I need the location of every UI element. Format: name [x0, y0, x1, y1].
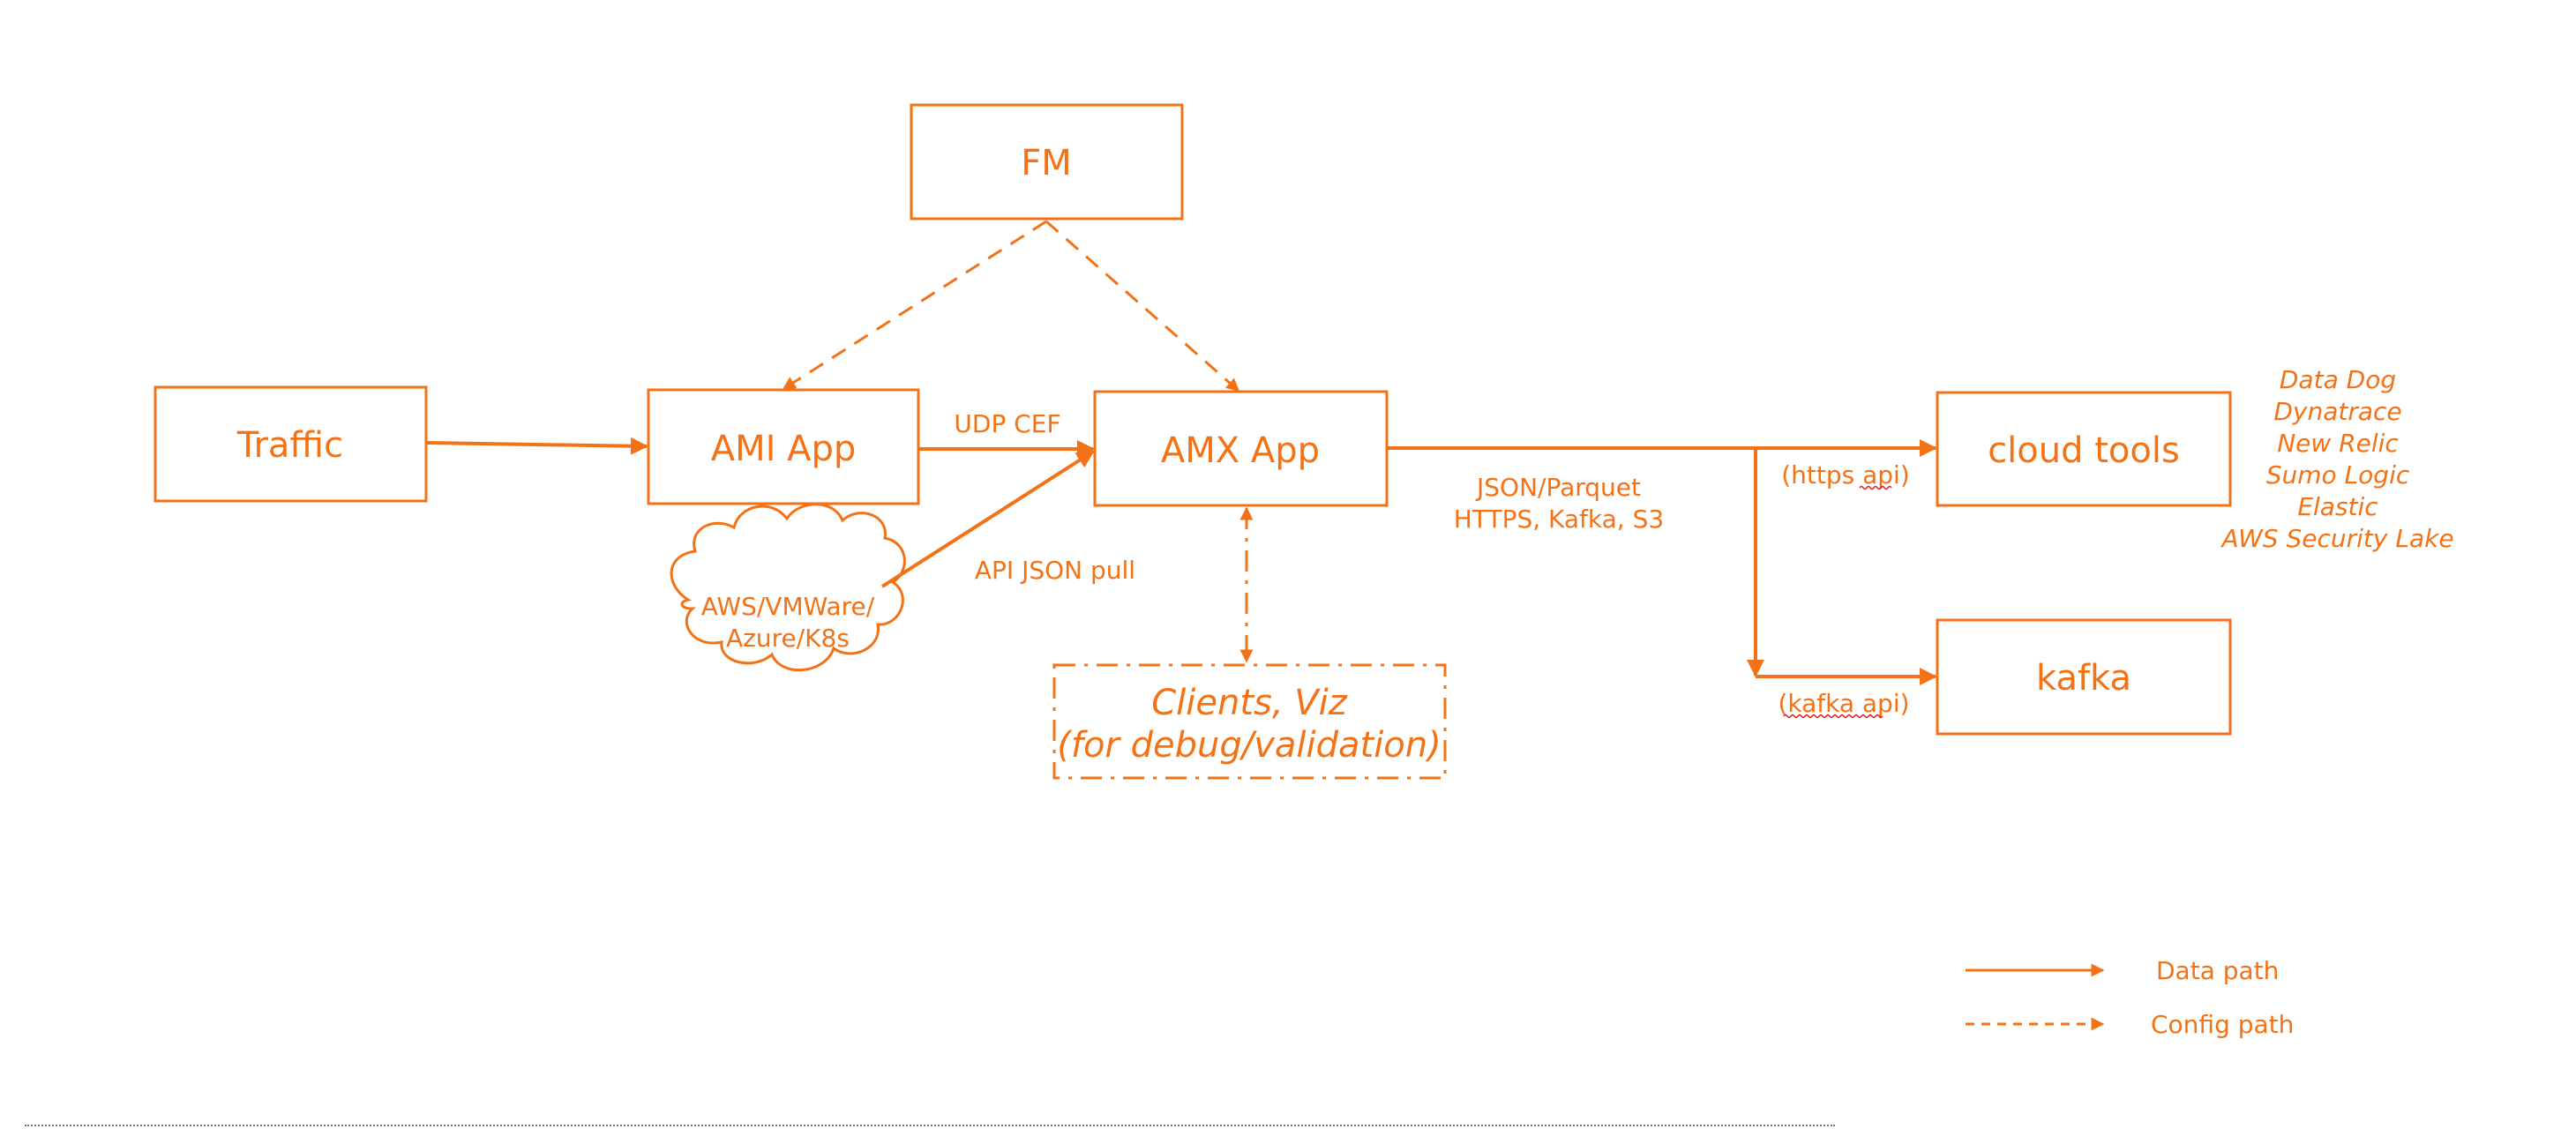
- clients-viz-line-2: (for debug/validation): [1057, 725, 1441, 766]
- legend: Data path Config path: [1966, 956, 2294, 1039]
- cloud-sources-line-1: AWS/VMWare/: [701, 592, 875, 621]
- cloud-tool-item: Sumo Logic: [2266, 460, 2410, 490]
- udp-cef-label: UDP CEF: [954, 409, 1060, 438]
- kafka-label: kafka: [2036, 658, 2131, 699]
- cloud-tool-item: Elastic: [2297, 492, 2378, 521]
- cloud-tools-label: cloud tools: [1988, 430, 2180, 471]
- edge-fm-to-amx: [1045, 220, 1240, 393]
- spellcheck-underline-https: [1859, 485, 1892, 490]
- ami-app-node[interactable]: AMI App: [647, 388, 920, 505]
- traffic-node[interactable]: Traffic: [154, 385, 428, 503]
- spellcheck-underline-kafka: [1783, 714, 1883, 719]
- output-formats-line-1: JSON/Parquet: [1475, 473, 1641, 502]
- cloud-tool-item: New Relic: [2277, 429, 2399, 458]
- cloud-tool-item: AWS Security Lake: [2220, 524, 2453, 553]
- cloud-tool-item: Data Dog: [2280, 365, 2396, 394]
- cloud-tool-list: Data Dog Dynatrace New Relic Sumo Logic …: [2220, 365, 2453, 553]
- edge-cloud-to-amx: [880, 450, 1095, 588]
- api-json-pull-label: API JSON pull: [975, 556, 1135, 585]
- traffic-label: Traffic: [236, 425, 343, 466]
- amx-app-label: AMX App: [1161, 430, 1320, 471]
- cloud-sources-node[interactable]: AWS/VMWare/ Azure/K8s: [670, 503, 906, 672]
- kafka-api-label: (kafka api): [1778, 689, 1909, 718]
- kafka-node[interactable]: kafka: [1936, 618, 2232, 736]
- https-api-label: (https api): [1781, 460, 1910, 490]
- fm-label: FM: [1021, 143, 1072, 183]
- amx-app-node[interactable]: AMX App: [1093, 390, 1389, 507]
- legend-config-path-label: Config path: [2151, 1010, 2294, 1039]
- legend-data-path-label: Data path: [2156, 956, 2279, 985]
- cloud-shape: [670, 503, 906, 672]
- fm-node[interactable]: FM: [910, 103, 1184, 221]
- page-footer-divider: [25, 1125, 1835, 1126]
- clients-viz-node[interactable]: Clients, Viz (for debug/validation): [1052, 663, 1447, 780]
- cloud-sources-line-2: Azure/K8s: [726, 624, 850, 653]
- ami-app-label: AMI App: [711, 429, 857, 469]
- clients-viz-line-1: Clients, Viz: [1151, 683, 1348, 723]
- cloud-tools-node[interactable]: cloud tools: [1936, 391, 2232, 507]
- edge-fm-to-ami: [782, 220, 1047, 391]
- cloud-tool-item: Dynatrace: [2273, 397, 2401, 426]
- edge-traffic-to-ami: [425, 437, 648, 455]
- output-formats-line-2: HTTPS, Kafka, S3: [1454, 505, 1664, 534]
